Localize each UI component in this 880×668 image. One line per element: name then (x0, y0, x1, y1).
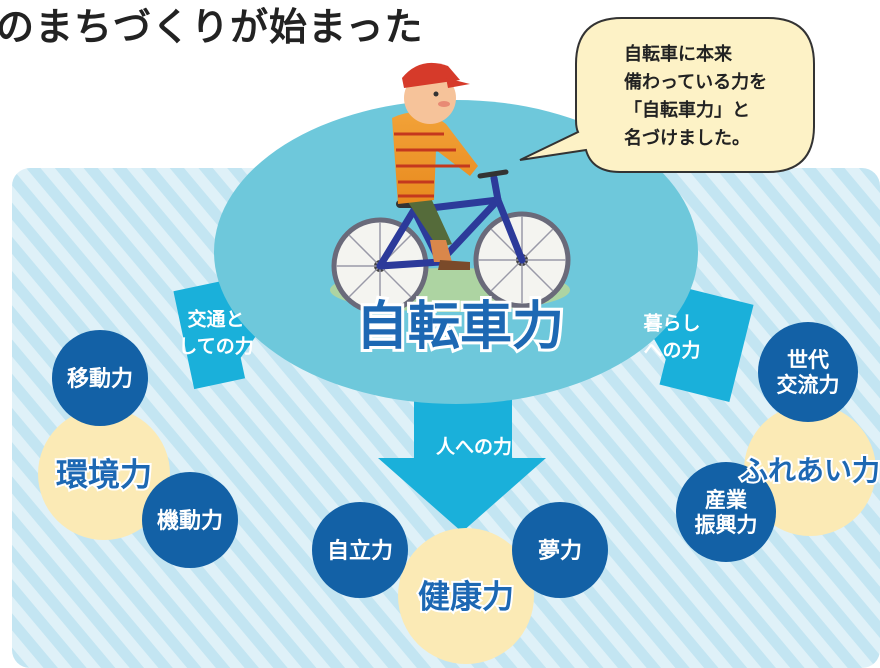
main-circle-label-bottom: 健康力 (418, 578, 514, 616)
main-circle-label-right: ふれあい力 (740, 454, 880, 487)
sub-circle-label-right-0: 世代交流力 (777, 348, 840, 397)
speech-bubble-line: 備わっている力を (624, 71, 767, 93)
child-bicycle-illustration (330, 62, 571, 315)
arrow-down-label: 人への力 (436, 435, 512, 458)
sub-circle-label-left-1: 機動力 (157, 509, 223, 534)
speech-bubble (519, 17, 815, 173)
arrow-down (378, 380, 546, 532)
sub-circle-right-0 (758, 322, 858, 422)
sub-circle-label-bottom-1: 夢力 (538, 539, 582, 564)
sub-circle-label-right-1: 産業振興力 (695, 488, 758, 537)
sub-circle-left-0 (52, 330, 148, 426)
speech-bubble-line: 名づけました。 (624, 127, 750, 149)
main-circle-label-left: 環境力 (56, 456, 152, 494)
arrow-right-label: 暮らしへの力 (642, 312, 700, 361)
center-ellipse (214, 100, 698, 404)
speech-bubble-line: 「自転車力」と (624, 99, 750, 121)
arrow-left-label: 交通としての力 (178, 307, 253, 357)
speech-bubble-line: 自転車に本来 (624, 43, 733, 65)
sub-circle-bottom-0 (312, 502, 408, 598)
sub-circle-left-1 (142, 472, 238, 568)
page-heading: のまちづくりが始まった (0, 5, 424, 49)
sub-circle-bottom-1 (512, 502, 608, 598)
main-circle-bottom (398, 528, 534, 664)
main-circle-right (744, 404, 876, 536)
sub-circle-label-left-0: 移動力 (67, 366, 133, 392)
sub-circle-right-1 (676, 462, 776, 562)
sub-circle-label-bottom-0: 自立力 (327, 538, 393, 564)
center-label: 自転車力 (356, 297, 564, 357)
main-circle-left (38, 408, 170, 540)
